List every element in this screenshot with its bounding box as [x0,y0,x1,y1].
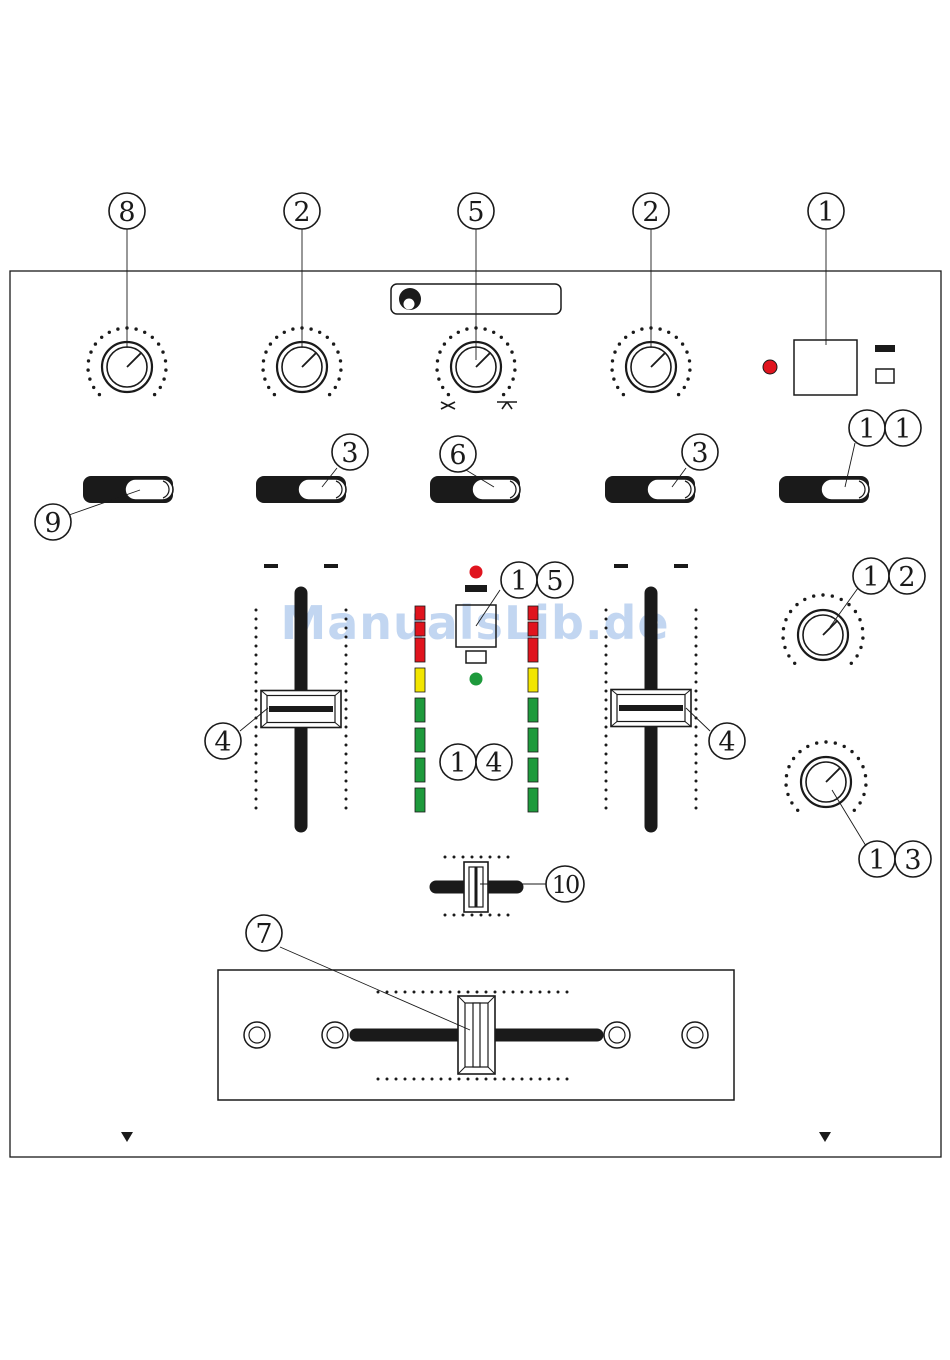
toggle-9[interactable] [83,476,173,503]
meter-led-green [470,673,483,686]
svg-text:1: 1 [858,414,875,445]
callout-8: 8 [109,193,145,229]
svg-text:5: 5 [467,197,484,228]
svg-text:4: 4 [718,727,735,758]
screw-icon [244,1022,270,1048]
callout-2-left: 2 [284,193,320,229]
level-meter-left [415,606,425,812]
callout-5: 5 [458,193,494,229]
callout-9: 9 [35,504,71,540]
svg-text:8: 8 [118,197,135,228]
callout-4-left: 4 [205,723,241,759]
svg-text:1: 1 [862,562,879,593]
svg-text:1: 1 [449,748,466,779]
small-fader-10[interactable] [436,856,517,917]
toggle-3-left[interactable] [256,476,346,503]
callout-3-left: 3 [332,434,368,470]
knob-12[interactable] [781,593,864,665]
svg-text:10: 10 [552,871,579,899]
knob-13[interactable] [784,740,867,812]
meter-led-red [470,566,483,579]
svg-text:2: 2 [898,562,915,593]
svg-text:4: 4 [485,748,502,779]
screw-icon [322,1022,348,1048]
svg-text:3: 3 [904,845,921,876]
svg-text:2: 2 [642,197,659,228]
filled-rectangle-icon [875,345,895,352]
svg-text:1: 1 [510,566,527,597]
svg-text:3: 3 [691,438,708,469]
svg-text:3: 3 [341,438,358,469]
svg-text:1: 1 [817,197,834,228]
channel-fader-left[interactable] [255,564,348,826]
callout-2-right: 2 [633,193,669,229]
svg-text:4: 4 [214,727,231,758]
svg-text:6: 6 [449,440,466,471]
triangle-down-icon [121,1132,133,1142]
power-led [763,360,777,374]
outline-rectangle-icon [876,369,894,383]
cross-icon [441,402,455,409]
channel-fader-right[interactable] [605,564,698,826]
outline-rectangle-icon [466,651,486,663]
callout-3-right: 3 [682,434,718,470]
filled-rectangle-icon [465,585,487,592]
screw-icon [604,1022,630,1048]
callout-6: 6 [440,436,476,472]
svg-text:1: 1 [868,845,885,876]
svg-text:9: 9 [44,508,61,539]
svg-text:7: 7 [255,919,272,950]
callout-4-right: 4 [709,723,745,759]
callout-7: 7 [246,915,282,951]
screw-icon [682,1022,708,1048]
svg-text:2: 2 [293,197,310,228]
toggle-11[interactable] [779,476,869,503]
level-meter-right [528,606,538,812]
svg-text:1: 1 [894,414,911,445]
toggle-6[interactable] [430,476,520,503]
power-switch[interactable] [794,340,857,395]
crossfader-7[interactable] [218,970,734,1100]
svg-text:5: 5 [546,566,563,597]
callout-10: 10 [546,866,584,902]
toggle-3-right[interactable] [605,476,695,503]
t-bar-icon [497,402,517,409]
triangle-down-icon [819,1132,831,1142]
callout-1: 1 [808,193,844,229]
